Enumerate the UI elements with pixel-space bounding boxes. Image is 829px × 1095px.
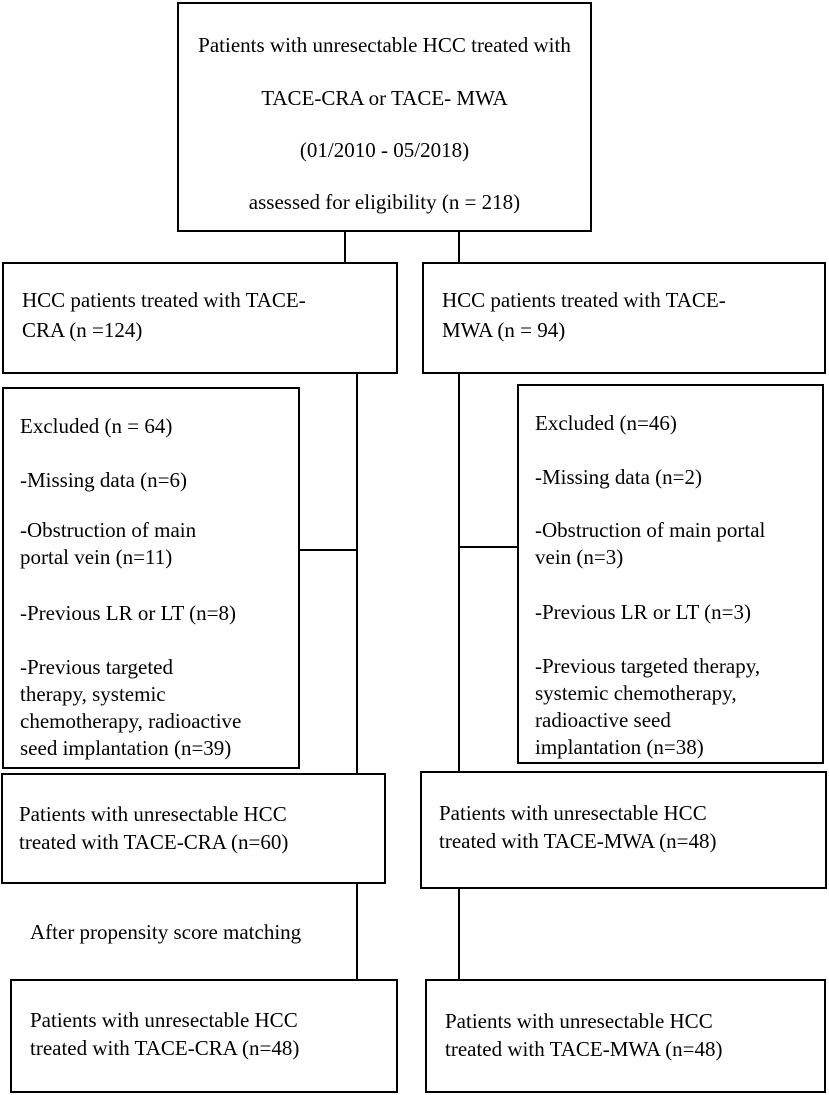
eligibility-line-4: assessed for eligibility (n = 218) [248,190,521,214]
result-cra-before-psm-box: Patients with unresectable HCC treated w… [1,773,386,884]
excluded-mwa-missing: -Missing data (n=2) [535,465,702,489]
connector-mwa-trunk [458,374,460,771]
tace-mwa-box: HCC patients treated with TACE- MWA (n =… [422,262,826,374]
connector-result-right [458,889,460,979]
excluded-mwa-box: Excluded (n=46) -Missing data (n=2) -Obs… [517,384,824,764]
tace-mwa-line-2: MWA (n = 94) [442,318,566,342]
tace-cra-line-1: HCC patients treated with TACE- [22,288,306,312]
tace-mwa-line-1: HCC patients treated with TACE- [442,288,726,312]
eligibility-line-1: Patients with unresectable HCC treated w… [198,33,571,57]
result-mwa-before-psm-box: Patients with unresectable HCC treated w… [420,771,827,889]
excluded-mwa-previous-targeted: -Previous targeted therapy, systemic che… [535,654,761,759]
connector-cra-to-excluded [300,549,357,551]
result-cra-after-psm-box: Patients with unresectable HCC treated w… [10,979,398,1093]
eligibility-line-3: (01/2010 - 05/2018) [299,138,470,162]
excluded-cra-missing: -Missing data (n=6) [20,468,187,492]
result-mwa-after-psm-box: Patients with unresectable HCC treated w… [425,979,826,1093]
connector-top-to-mwa [458,232,460,262]
excluded-cra-title: Excluded (n = 64) [20,414,173,438]
tace-cra-box: HCC patients treated with TACE- CRA (n =… [2,262,398,374]
connector-top-to-cra [344,232,346,262]
excluded-mwa-previous-lr: -Previous LR or LT (n=3) [535,600,751,624]
eligibility-line-2: TACE-CRA or TACE- MWA [261,86,508,110]
excluded-mwa-obstruction: -Obstruction of main portal vein (n=3) [535,518,766,569]
excluded-mwa-title: Excluded (n=46) [535,411,677,435]
connector-cra-trunk [356,374,358,773]
eligibility-box: Patients with unresectable HCC treated w… [177,2,592,232]
excluded-cra-previous-targeted: -Previous targeted therapy, systemic che… [20,655,242,760]
excluded-cra-obstruction: -Obstruction of main portal vein (n=11) [20,518,197,569]
connector-result-left [356,884,358,979]
tace-cra-line-2: CRA (n =124) [22,318,143,342]
propensity-score-matching-label: After propensity score matching [30,920,306,945]
excluded-cra-box: Excluded (n = 64) -Missing data (n=6) -O… [2,387,300,769]
excluded-cra-previous-lr: -Previous LR or LT (n=8) [20,601,236,625]
connector-mwa-to-excluded [458,546,517,548]
